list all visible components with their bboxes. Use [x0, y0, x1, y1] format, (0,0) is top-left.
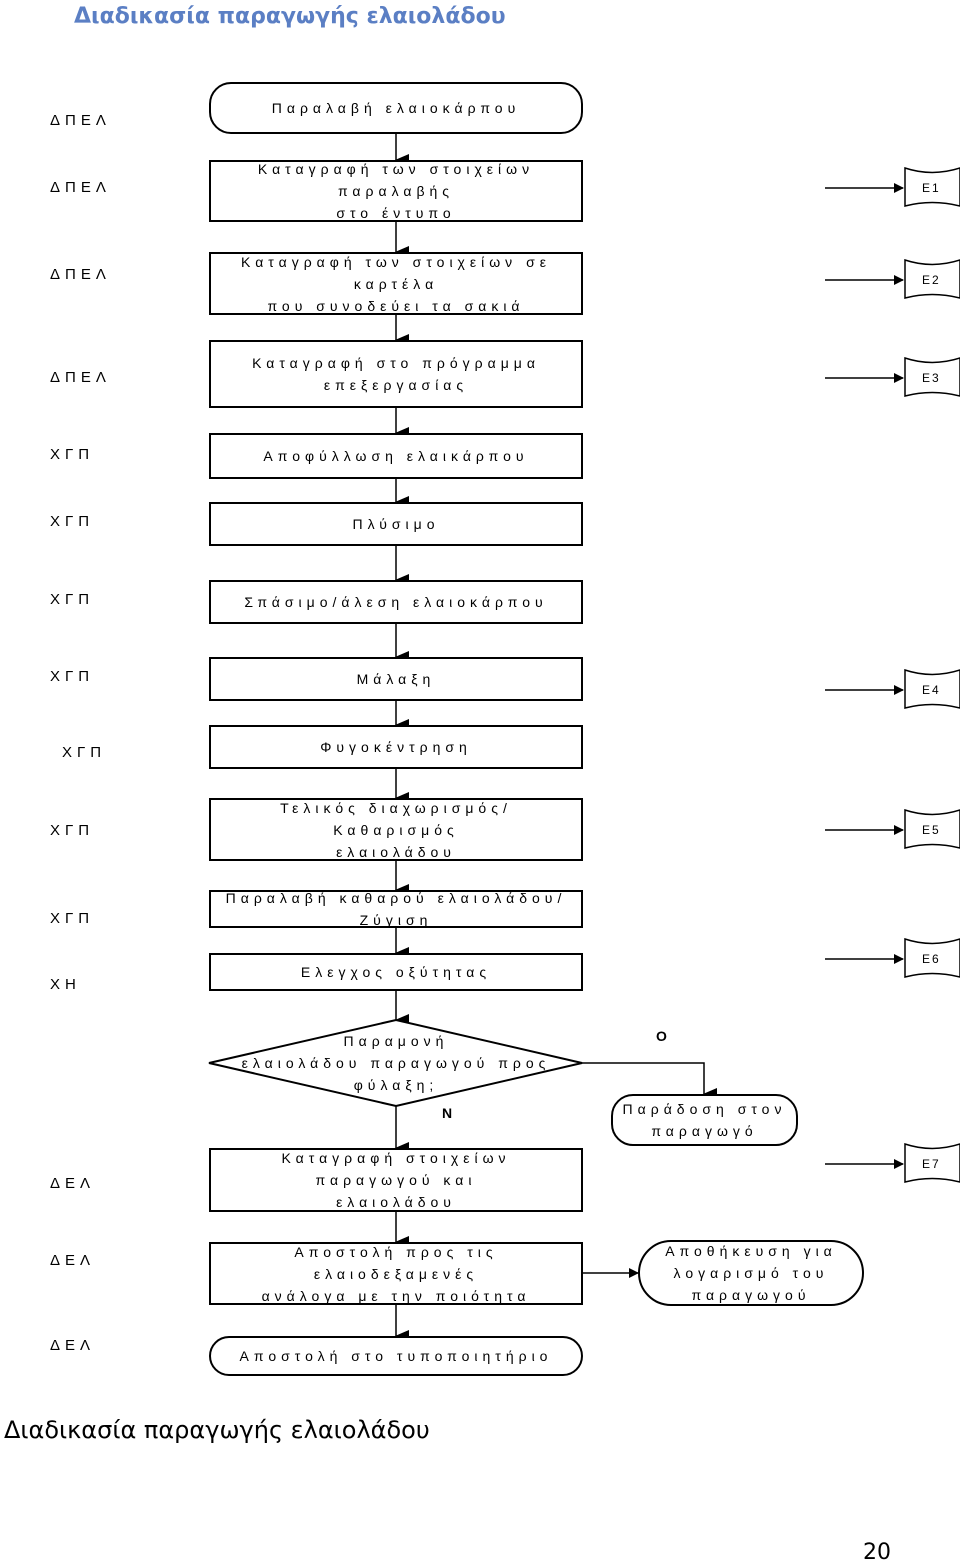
role-label: ΔΕΛ	[50, 1337, 96, 1354]
page-number: 20	[863, 1540, 891, 1565]
step-text: στο έντυπο	[336, 205, 456, 221]
role-label: ΧΓΠ	[50, 910, 95, 927]
figure-caption: Διαδικασία παραγωγής ελαιολάδου	[4, 1416, 430, 1444]
step-text: Σπάσιμο/άλεση ελαιοκάρπου	[244, 594, 548, 610]
step-text: παραγωγού	[691, 1287, 811, 1303]
document-e7-shape	[904, 1142, 960, 1183]
step-text: που συνοδεύει τα σακιά	[267, 297, 525, 314]
document-e3-shape	[904, 356, 960, 397]
process-step: Αποστολή προς τις ελαιοδεξαμενές ανάλογα…	[209, 1242, 583, 1305]
document-e7-label: Ε7	[922, 1157, 941, 1171]
decision-line: φύλαξη;	[353, 1077, 439, 1093]
step-text: Ελεγχος οξύτητας	[300, 964, 492, 980]
step-text: Καταγραφή στο πρόγραμμα	[252, 355, 540, 371]
process-step: Παραλαβή καθαρού ελαιολάδου/Ζύγιση	[209, 890, 583, 928]
document-e1-label: Ε1	[922, 181, 941, 195]
step-text: ελαιολάδου	[336, 1194, 456, 1210]
role-label: ΔΠΕΛ	[50, 369, 111, 386]
document-e5-shape	[904, 808, 960, 849]
role-label: ΔΕΛ	[50, 1175, 96, 1192]
document-e1-shape	[904, 166, 960, 207]
role-label: ΔΠΕΛ	[50, 266, 111, 283]
step-text: ανάλογα με την ποιότητα	[261, 1287, 531, 1304]
decision-yes-label: Ο	[656, 1028, 667, 1044]
document-e6-label: Ε6	[922, 952, 941, 966]
document-e4-shape	[904, 668, 960, 709]
step-text: λογαρισμό του	[673, 1265, 829, 1281]
decision-text: Παραμονή ελαιολάδου παραγωγού προς φύλαξ…	[209, 1030, 583, 1096]
step-text: Καταγραφή των στοιχείων παραλαβής	[257, 161, 535, 199]
process-step: Φυγοκέντρηση	[209, 725, 583, 769]
step-text: Φυγοκέντρηση	[320, 739, 472, 755]
step-text: Αποστολή προς τις ελαιοδεξαμενές	[294, 1243, 498, 1282]
document-e4-label: Ε4	[922, 683, 941, 697]
arrow-decision-yes	[582, 1062, 717, 1100]
process-step: Σπάσιμο/άλεση ελαιοκάρπου	[209, 580, 583, 624]
step-text: Παραλαβή ελαιοκάρπου	[271, 100, 521, 116]
role-label: ΧΗ	[50, 976, 81, 993]
step-text: Μάλαξη	[356, 671, 436, 687]
role-label: ΧΓΠ	[50, 668, 95, 685]
step-text: Αποστολή στο τυποποιητήριο	[239, 1348, 553, 1364]
side-terminal-delivery: Παράδοση στον παραγωγό	[611, 1094, 798, 1146]
document-e3-label: Ε3	[922, 371, 941, 385]
document-e2-shape	[904, 258, 960, 299]
step-text: Αποφύλλωση ελαικάρπου	[263, 448, 529, 464]
decision-line: Παραμονή	[343, 1033, 449, 1049]
role-label: ΧΓΠ	[50, 591, 95, 608]
step-text: Παράδοση στον	[622, 1101, 787, 1117]
role-label: ΔΠΕΛ	[50, 179, 111, 196]
step-text: επεξεργασίας	[323, 377, 469, 393]
role-label: ΔΕΛ	[50, 1252, 96, 1269]
decision-no-label: Ν	[442, 1105, 453, 1121]
role-label: ΧΓΠ	[50, 513, 95, 530]
process-step: Ελεγχος οξύτητας	[209, 953, 583, 991]
step-text: Καταγραφή των στοιχείων σε καρτέλα	[241, 253, 551, 292]
role-label: ΧΓΠ	[50, 822, 95, 839]
document-e2-label: Ε2	[922, 273, 941, 287]
step-text: Αποθήκευση για	[665, 1243, 837, 1259]
process-step: Καταγραφή των στοιχείων σε καρτέλα που σ…	[209, 252, 583, 315]
step-text: Παραλαβή καθαρού ελαιολάδου/Ζύγιση	[225, 890, 567, 928]
step-text: Καταγραφή στοιχείων παραγωγού και	[281, 1150, 511, 1188]
role-label: ΧΓΠ	[50, 446, 95, 463]
role-label: ΧΓΠ	[62, 744, 107, 761]
step-text: Τελικός διαχωρισμός/ Καθαρισμός	[280, 799, 512, 838]
decision-line: ελαιολάδου παραγωγού προς	[241, 1055, 551, 1071]
side-terminal-storage: Αποθήκευση για λογαρισμό του παραγωγού	[638, 1240, 864, 1306]
process-step: Τελικός διαχωρισμός/ Καθαρισμός ελαιολάδ…	[209, 798, 583, 861]
process-step: Πλύσιμο	[209, 502, 583, 546]
document-e5-label: Ε5	[922, 823, 941, 837]
role-label: ΔΠΕΛ	[50, 112, 111, 129]
process-step: Καταγραφή στοιχείων παραγωγού και ελαιολ…	[209, 1148, 583, 1212]
end-terminal: Αποστολή στο τυποποιητήριο	[209, 1336, 583, 1376]
process-step: Αποφύλλωση ελαικάρπου	[209, 433, 583, 479]
step-text: ελαιολάδου	[336, 843, 456, 860]
process-step: Μάλαξη	[209, 657, 583, 701]
decision-diamond	[208, 1018, 583, 1108]
step-text: Πλύσιμο	[352, 516, 440, 532]
start-terminal: Παραλαβή ελαιοκάρπου	[209, 82, 583, 134]
page-title: Διαδικασία παραγωγής ελαιολάδου	[74, 4, 506, 29]
document-e6-shape	[904, 937, 960, 978]
process-step: Καταγραφή στο πρόγραμμα επεξεργασίας	[209, 340, 583, 408]
step-text: παραγωγό	[651, 1123, 758, 1139]
process-step: Καταγραφή των στοιχείων παραλαβής στο έν…	[209, 160, 583, 222]
